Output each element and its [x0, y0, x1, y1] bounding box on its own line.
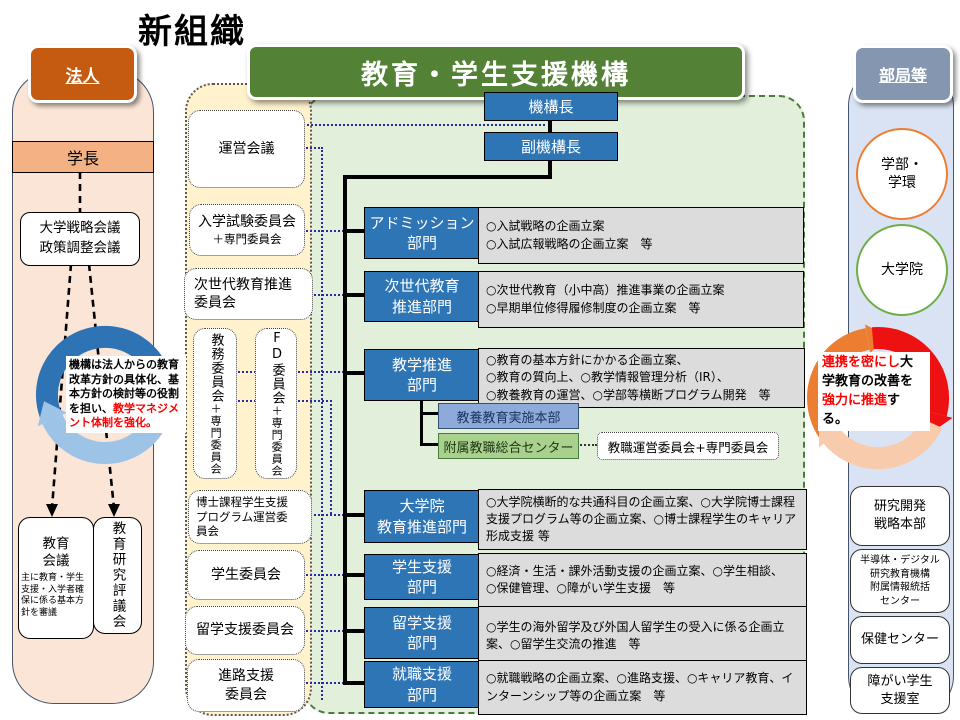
- teacher-steering-committee: 教職運営委員会+専門委員会: [597, 432, 779, 460]
- teacher-training-center: 附属教職総合センター: [438, 433, 579, 459]
- slide-heading: 新組織: [138, 12, 246, 52]
- committee-kyomu-label: 教務委員会: [208, 332, 224, 403]
- branch-student: [347, 573, 367, 577]
- committee-entrance-exam: 入学試験委員会 ＋専門委員会: [189, 204, 305, 256]
- dotted-link-studyabroad: [303, 630, 344, 632]
- dotted-link-doctoral: [303, 514, 344, 516]
- committee-kyomu-sub: ＋専門委員会: [209, 402, 223, 475]
- dept-academic-desc: ○教育の基本方針にかかる企画立案、 ○教育の質向上、○教学情報管理分析（IR）、…: [478, 348, 805, 408]
- committee-nextgen: 次世代教育推進 委員会: [184, 268, 313, 320]
- branch-career: [347, 681, 367, 685]
- left-cycle-caption-black: 機構は法人からの教育改革方針の具体化、基本方針の検討等の役割を担い、: [69, 358, 179, 415]
- line-trunk: [343, 175, 347, 685]
- right-cycle-black1: 大学教育の改善を: [822, 355, 914, 389]
- dept-career-support: 就職支援 部門: [364, 661, 480, 708]
- committee-entrance-exam-sub: ＋専門委員会: [212, 231, 282, 246]
- dept-academic: 教学推進 部門: [364, 349, 480, 401]
- dept-studyabroad-support: 留学支援 部門: [364, 607, 480, 659]
- dotted-link-nextgen: [302, 294, 344, 296]
- disabled-student-office-box: 障がい学生 支援室: [850, 667, 950, 714]
- subbranch-vertical: [420, 399, 423, 446]
- dept-admissions: アドミッション 部門: [364, 207, 480, 259]
- branch-nextgen: [347, 293, 367, 297]
- dotted-link-steering-bus: [303, 147, 323, 149]
- dept-nextgen-desc: ○次世代教育（小中高）推進事業の企画立案 ○早期単位修得履修制度の企画立案 等: [478, 271, 804, 328]
- president-bar: 学長: [12, 141, 154, 173]
- branch-academic: [347, 371, 367, 375]
- branch-studyabroad: [347, 629, 367, 633]
- liberal-education-hq: 教養教育実施本部: [438, 403, 579, 429]
- education-council-title: 教育 会議: [42, 536, 70, 570]
- committee-student: 学生委員会: [187, 550, 305, 600]
- line-head-deputy: [548, 118, 552, 133]
- right-cycle-red2: 強力に推進: [822, 392, 888, 408]
- line-deputy-down: [548, 159, 552, 177]
- subbranch-liberal: [423, 412, 438, 415]
- dotted-link-career: [303, 682, 344, 684]
- committee-steering: 運営会議: [188, 110, 305, 188]
- dept-career-support-desc: ○就職戦略の企画立案、○進路支援、○キャリア教育、インターンシップ等の企画立案 …: [478, 660, 807, 715]
- strategy-council-box: 大学戦略会議 政策調整会議: [20, 212, 140, 266]
- committee-fd-label: FD委員会: [269, 330, 285, 405]
- committee-entrance-exam-label: 入学試験委員会: [198, 214, 296, 231]
- left-cycle-caption: 機構は法人からの教育改革方針の具体化、基本方針の検討等の役割を担い、教学マネジメ…: [66, 356, 186, 433]
- faculties-circle: 学部・ 学環: [856, 128, 948, 220]
- deputy-director-box: 副機構長: [484, 132, 618, 161]
- dept-student-support-desc: ○経済・生活・課外活動支援の企画立案、○学生相談、 ○保健管理、○障がい学生支援…: [478, 553, 807, 607]
- dept-admissions-desc: ○入試戦略の企画立案 ○入試広報戦略の企画立案 等: [478, 207, 804, 264]
- dept-nextgen: 次世代教育 推進部門: [364, 271, 480, 322]
- right-cycle-caption: 連携を密にし大学教育の改善を強力に推進する。: [818, 352, 930, 432]
- branch-admissions: [347, 229, 365, 233]
- dept-studyabroad-support-desc: ○学生の海外留学及び外国人留学生の受入に係る企画立案、○留学生交流の推進 等: [478, 606, 807, 666]
- education-council-box: 教育 会議 主に教育・学生支援・入学者確保に係る基本方針を審議: [18, 517, 94, 639]
- right-cycle-black2: する。: [822, 392, 901, 427]
- subbranch-teacher: [423, 443, 438, 446]
- dotted-link-student: [303, 574, 344, 576]
- bureaus-tag: 部局等: [853, 45, 953, 103]
- right-cycle-red1: 連携を密にし: [822, 355, 901, 370]
- health-center-box: 保健センター: [850, 616, 950, 664]
- left-cycle-caption-red: 教学マネジメント体制を強化。: [69, 401, 179, 430]
- committee-fd-sub: ＋専門委員会: [270, 404, 284, 477]
- director-box: 機構長: [484, 92, 618, 121]
- dept-graduate-desc: ○大学院横断的な共通科目の企画立案、○大学院博士課程支援プログラム等の企画立案、…: [478, 489, 807, 550]
- research-council-box: 教育研究評議会: [93, 517, 142, 634]
- semiconductor-center-box: 半導体・デジタル 研究教育機構 附属情報統括 センター: [850, 549, 950, 613]
- dotted-link-teacher-committee: [577, 444, 597, 446]
- committee-career-path: 進路支援 委員会: [187, 659, 305, 712]
- rd-strategy-hq-box: 研究開発 戦略本部: [850, 486, 950, 546]
- dept-graduate: 大学院 教育推進部門: [364, 490, 480, 543]
- committee-studyabroad: 留学支援委員会: [185, 606, 305, 655]
- line-top-horizontal: [343, 175, 552, 179]
- education-council-note: 主に教育・学生支援・入学者確保に係る基本方針を審議: [21, 573, 85, 619]
- graduate-school-circle: 大学院: [856, 224, 948, 316]
- branch-graduate: [347, 513, 367, 517]
- corporation-tag: 法人: [28, 45, 137, 103]
- committee-doctoral-program: 博士課程学生支援 プログラム運営委 員会: [188, 490, 312, 544]
- dotted-link-down-to-graduate: [330, 400, 332, 514]
- committee-kyomu: 教務委員会 ＋専門委員会: [193, 328, 237, 479]
- dept-student-support: 学生支援 部門: [364, 554, 480, 600]
- dotted-link-admissions: [303, 230, 344, 232]
- committee-fd: FD委員会 ＋専門委員会: [255, 328, 297, 479]
- dotted-link-steering-to-head: [303, 124, 545, 126]
- dotted-bus-vertical: [321, 147, 323, 700]
